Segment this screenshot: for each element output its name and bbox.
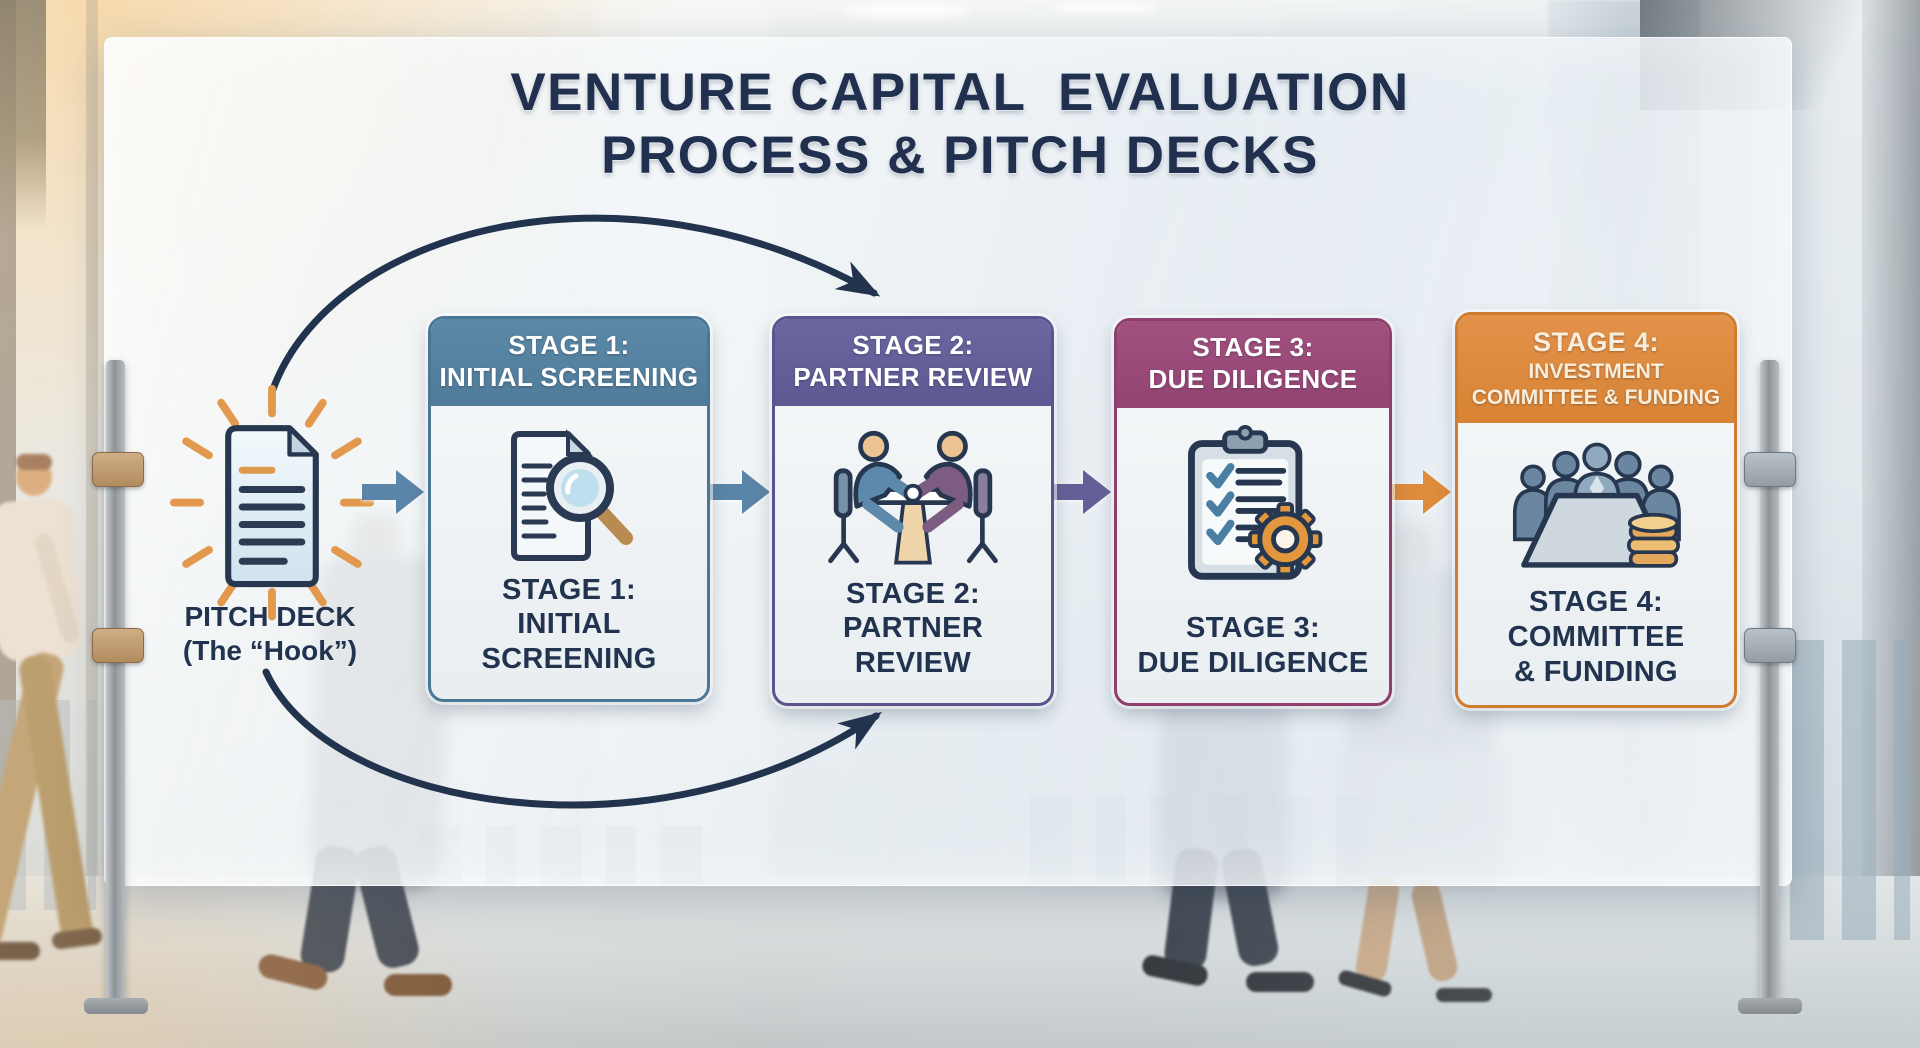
stage-3-label-line2: DUE DILIGENCE — [1137, 647, 1369, 680]
ceiling-light — [840, 4, 970, 18]
pitch-deck-document-icon — [169, 384, 375, 621]
board-clamp-right-bottom — [1744, 628, 1796, 663]
ceiling-light — [1050, 2, 1160, 14]
stage-1-label-line2: INITIAL — [517, 608, 621, 641]
high-heel-shoe — [1436, 988, 1492, 1002]
stage-2-label-line3: REVIEW — [854, 647, 972, 680]
board-stand-left — [106, 360, 125, 1002]
stage-2-label-line2: PARTNER — [842, 612, 984, 645]
person-shoe — [0, 942, 40, 960]
committee-funding-icon — [1512, 442, 1681, 568]
stage-4-card: STAGE 4: INVESTMENT COMMITTEE & FUNDING — [1455, 312, 1737, 708]
stage-2-header: STAGE 2: PARTNER REVIEW — [775, 319, 1051, 407]
stage-1-card: STAGE 1: INITIAL SCREENING — [428, 316, 710, 702]
stage-3-body: STAGE 3: DUE DILIGENCE — [1117, 408, 1389, 703]
arrow-stage3-to-stage4 — [1389, 470, 1451, 514]
stage-4-header-line2: INVESTMENT — [1528, 359, 1664, 383]
walking-person-left — [0, 454, 132, 1018]
stage-4-label-line1: STAGE 4: — [1529, 586, 1663, 619]
stage-3-label-line1: STAGE 3: — [1186, 612, 1320, 645]
stage-2-header-line2: PARTNER REVIEW — [793, 361, 1033, 392]
stage-1-header: STAGE 1: INITIAL SCREENING — [431, 319, 707, 407]
window-corner-topleft — [0, 0, 46, 230]
stage-3-header-line2: DUE DILIGENCE — [1148, 363, 1358, 394]
stage-4-label-line2: COMMITTEE — [1507, 620, 1685, 653]
board-clamp-right-top — [1744, 452, 1796, 487]
stage-1-body: STAGE 1: INITIAL SCREENING — [431, 406, 707, 699]
stage-3-card: STAGE 3: DUE DILIGENCE — [1114, 318, 1392, 706]
stage-1-label-line1: STAGE 1: — [502, 573, 636, 606]
pitch-deck-label-line2: (The “Hook”) — [182, 635, 358, 667]
stage-4-header-line1: STAGE 4: — [1533, 327, 1659, 357]
stage-1-header-line1: STAGE 1: — [508, 330, 630, 360]
board-clamp-left-bottom — [92, 628, 144, 663]
arrow-stage2-to-stage3 — [1049, 470, 1111, 514]
stage-4-label-line3: & FUNDING — [1514, 655, 1678, 688]
stage-2-header-line1: STAGE 2: — [852, 330, 974, 360]
stage-2-body: STAGE 2: PARTNER REVIEW — [775, 406, 1051, 703]
stage-3-label: STAGE 3: DUE DILIGENCE — [1137, 611, 1368, 681]
person-shoe — [384, 974, 452, 996]
arrow-stage1-to-stage2 — [708, 470, 770, 514]
handshake-meeting-icon — [828, 431, 998, 565]
city-skyline-right — [1790, 640, 1910, 940]
title-line2: PROCESS & PITCH DECKS — [601, 125, 1319, 185]
person-shoe — [1246, 972, 1314, 992]
stage-1-label-line3: SCREENING — [481, 643, 657, 676]
pitch-deck-label: PITCH DECK (The “Hook”) — [142, 600, 398, 668]
stage-4-header: STAGE 4: INVESTMENT COMMITTEE & FUNDING — [1458, 315, 1734, 424]
stage-3-header-line1: STAGE 3: — [1192, 332, 1314, 362]
stage-1-header-line2: INITIAL SCREENING — [439, 361, 699, 392]
legs-b — [1140, 845, 1346, 1038]
board-stand-right — [1760, 360, 1779, 1002]
title-line1: VENTURE CAPITAL EVALUATION — [510, 63, 1410, 122]
pitch-deck-label-line1: PITCH DECK — [184, 601, 356, 632]
stage-3-header: STAGE 3: DUE DILIGENCE — [1117, 321, 1389, 409]
person-hair — [16, 454, 52, 470]
legs-woman — [1328, 874, 1548, 1046]
arrow-pitch-to-stage1 — [362, 470, 424, 514]
legs-a — [256, 842, 472, 1036]
stage-4-body: STAGE 4: COMMITTEE & FUNDING — [1458, 423, 1734, 711]
document-magnifier-icon — [511, 429, 633, 562]
checklist-gear-icon — [1188, 425, 1323, 581]
board-stand-right-foot — [1738, 998, 1802, 1014]
stage-2-label-line1: STAGE 2: — [846, 577, 980, 610]
stage-2-label: STAGE 2: PARTNER REVIEW — [843, 577, 983, 681]
stage-2-card: STAGE 2: PARTNER REVIEW — [772, 316, 1054, 706]
stage-4-label: STAGE 4: COMMITTEE & FUNDING — [1508, 585, 1685, 689]
board-clamp-left-top — [92, 452, 144, 487]
stage-4-header-line3: COMMITTEE & FUNDING — [1471, 385, 1721, 409]
stage-1-label: STAGE 1: INITIAL SCREENING — [481, 573, 656, 677]
page-title: VENTURE CAPITAL EVALUATION PROCESS & PIT… — [300, 62, 1620, 187]
sunburst-rays — [169, 384, 375, 621]
board-stand-left-foot — [84, 998, 148, 1014]
